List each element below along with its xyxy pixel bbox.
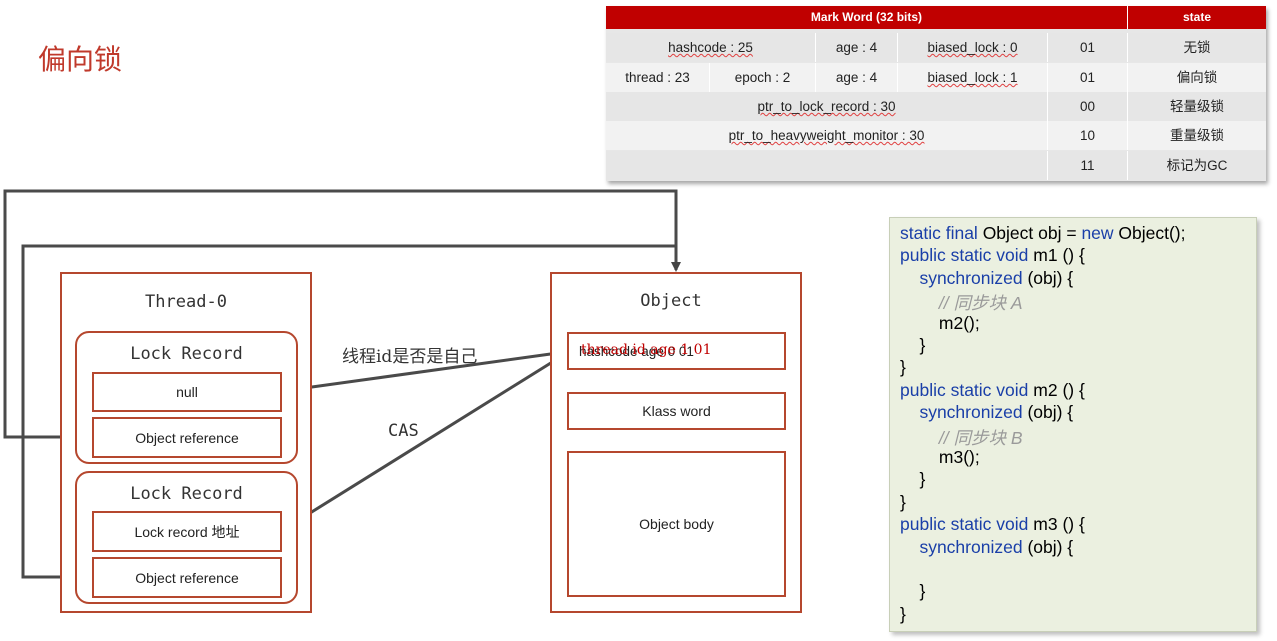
table-cell [606,151,1048,180]
code-line: } [900,581,925,602]
lock-record-2 [75,471,298,604]
object-label: Object [640,291,702,311]
code-text: } [900,603,906,624]
code-comment: // 同步块 A [938,293,1023,314]
lock-record-1-null: null [92,372,282,412]
table-cell: 11 [1048,151,1128,180]
code-line: // 同步块 A [900,290,1023,315]
code-panel: static final Object obj = new Object();p… [889,217,1257,632]
lock-record-1-object-reference: Object reference [92,417,282,458]
code-line: m2(); [900,313,980,334]
code-text [900,402,919,422]
code-text: m3(); [900,447,980,467]
lock-record-1-label: Lock Record [130,344,243,364]
code-text: } [900,491,906,512]
table-cell: epoch : 2 [710,63,816,92]
mark-word-row: ptr_to_lock_record : 30 00 轻量级锁 [606,92,1266,121]
code-line: public static void m2 () { [900,380,1085,401]
lock-record-1 [75,331,298,464]
code-line: } [900,335,925,356]
table-cell: hashcode : 25 [668,40,753,55]
code-keyword: public static void [900,245,1034,266]
code-line: } [900,492,906,513]
state-cell: 轻量级锁 [1170,99,1224,114]
code-text: m2 () { [1033,379,1085,400]
code-text: (obj) { [1027,402,1074,423]
code-text: (obj) { [1027,536,1074,557]
state-cell: 标记为GC [1166,158,1228,173]
code-text [900,293,939,313]
code-keyword: static final [900,223,983,243]
state-header: state [1128,6,1266,29]
code-text: m2(); [900,312,980,333]
table-cell: thread : 23 [606,63,710,92]
page-title: 偏向锁 [38,43,123,76]
code-keyword: public static void [900,379,1034,400]
code-line: static final Object obj = new Object(); [900,223,1186,244]
table-cell: biased_lock : 0 [927,40,1018,55]
code-line: m3(); [900,447,980,468]
mark-word-table: Mark Word (32 bits) state hashcode : 25 … [606,6,1266,181]
lock-record-2-label: Lock Record [130,484,243,504]
code-text: m3 () { [1033,514,1085,535]
mark-word-row: thread : 23 epoch : 2 age : 4 biased_loc… [606,63,1266,92]
table-cell: 01 [1048,63,1128,92]
table-cell: 01 [1048,33,1128,62]
code-line: synchronized (obj) { [900,268,1073,289]
mark-word-row: ptr_to_heavyweight_monitor : 30 10 重量级锁 [606,121,1266,150]
code-line: } [900,357,906,378]
code-text [900,537,919,557]
code-text [900,428,939,448]
mark-word-header: Mark Word (32 bits) [606,6,1128,29]
object-mark-word: hashcode age 0 01 thread id age 1 01 [567,332,786,370]
thread-label: Thread-0 [145,292,227,312]
code-text: (obj) { [1027,267,1074,288]
code-text: } [900,581,926,602]
mark-word-new-value: thread id age 1 01 [581,342,712,358]
table-cell: ptr_to_lock_record : 30 [757,99,896,114]
table-cell: ptr_to_heavyweight_monitor : 30 [728,128,925,143]
code-line: public static void m1 () { [900,245,1085,266]
reference-line-2 [21,244,676,579]
klass-word: Klass word [567,392,786,430]
mark-word-old-value: hashcode age 0 01 [579,344,694,359]
code-text [900,268,919,288]
lock-record-2-address: Lock record 地址 [92,511,282,552]
code-line: public static void m3 () { [900,514,1085,535]
code-line: synchronized (obj) { [900,537,1073,558]
cas-annotation: CAS [388,421,419,441]
code-text: Object(); [1118,223,1186,243]
code-line: } [900,469,925,490]
table-cell: age : 4 [816,33,898,62]
code-keyword: synchronized [919,267,1028,288]
cas-arrow [276,354,564,537]
state-cell: 偏向锁 [1176,70,1218,85]
code-line: synchronized (obj) { [900,402,1073,423]
mark-word-row: hashcode : 25 age : 4 biased_lock : 0 01… [606,33,1266,62]
code-text: m1 () { [1033,245,1085,266]
code-text: Object obj = [982,223,1082,243]
code-text: } [900,335,926,355]
code-text: } [900,357,906,378]
mark-word-row: 11 标记为GC [606,151,1266,180]
code-line: } [900,604,906,625]
table-cell: biased_lock : 1 [927,70,1018,85]
state-cell: 重量级锁 [1170,128,1224,143]
table-cell: 10 [1048,121,1128,150]
code-keyword: public static void [900,514,1034,535]
code-keyword: synchronized [919,536,1028,557]
table-cell: 00 [1048,92,1128,121]
object-body: Object body [567,451,786,597]
code-keyword: synchronized [919,402,1028,423]
state-cell: 无锁 [1183,40,1211,55]
reference-line-1 [3,189,681,439]
code-keyword: new [1081,223,1119,243]
lock-record-2-object-reference: Object reference [92,557,282,598]
table-cell: age : 4 [816,63,898,92]
code-line: // 同步块 B [900,425,1023,450]
thread-id-annotation: 线程id是否是自己 [342,347,478,367]
code-comment: // 同步块 B [938,427,1023,448]
code-text: } [900,469,926,490]
